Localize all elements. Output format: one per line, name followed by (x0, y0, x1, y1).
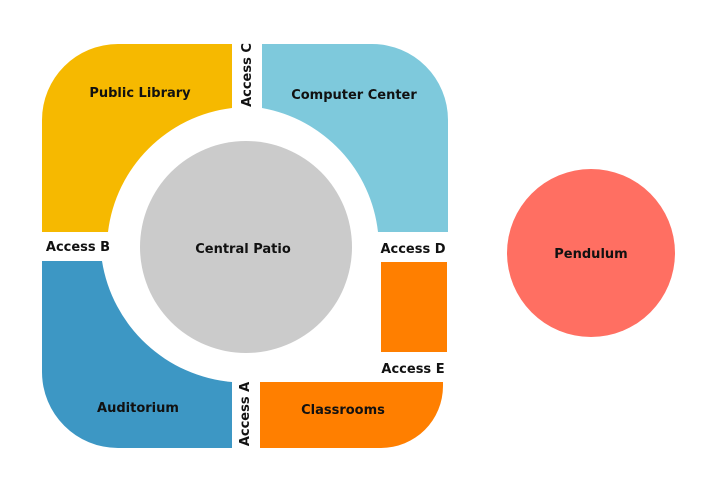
auditorium-room (42, 261, 232, 448)
public-library-label: Public Library (89, 86, 191, 101)
computer-center-label: Computer Center (291, 88, 417, 103)
auditorium-label: Auditorium (97, 401, 179, 416)
access-b-label: Access B (46, 240, 110, 255)
public-library-room (42, 44, 232, 232)
computer-center-room (262, 44, 448, 232)
pendulum-label: Pendulum (554, 247, 627, 262)
central-patio-label: Central Patio (195, 242, 291, 257)
access-d-room (381, 262, 447, 352)
pendulum (507, 169, 675, 337)
classrooms-room (260, 382, 443, 448)
access-a-label: Access A (238, 382, 253, 446)
classrooms-label: Classrooms (301, 403, 385, 418)
access-c-label: Access C (240, 43, 255, 107)
access-d-label: Access D (380, 242, 445, 257)
access-e-label: Access E (381, 362, 444, 377)
central-patio (140, 141, 352, 353)
